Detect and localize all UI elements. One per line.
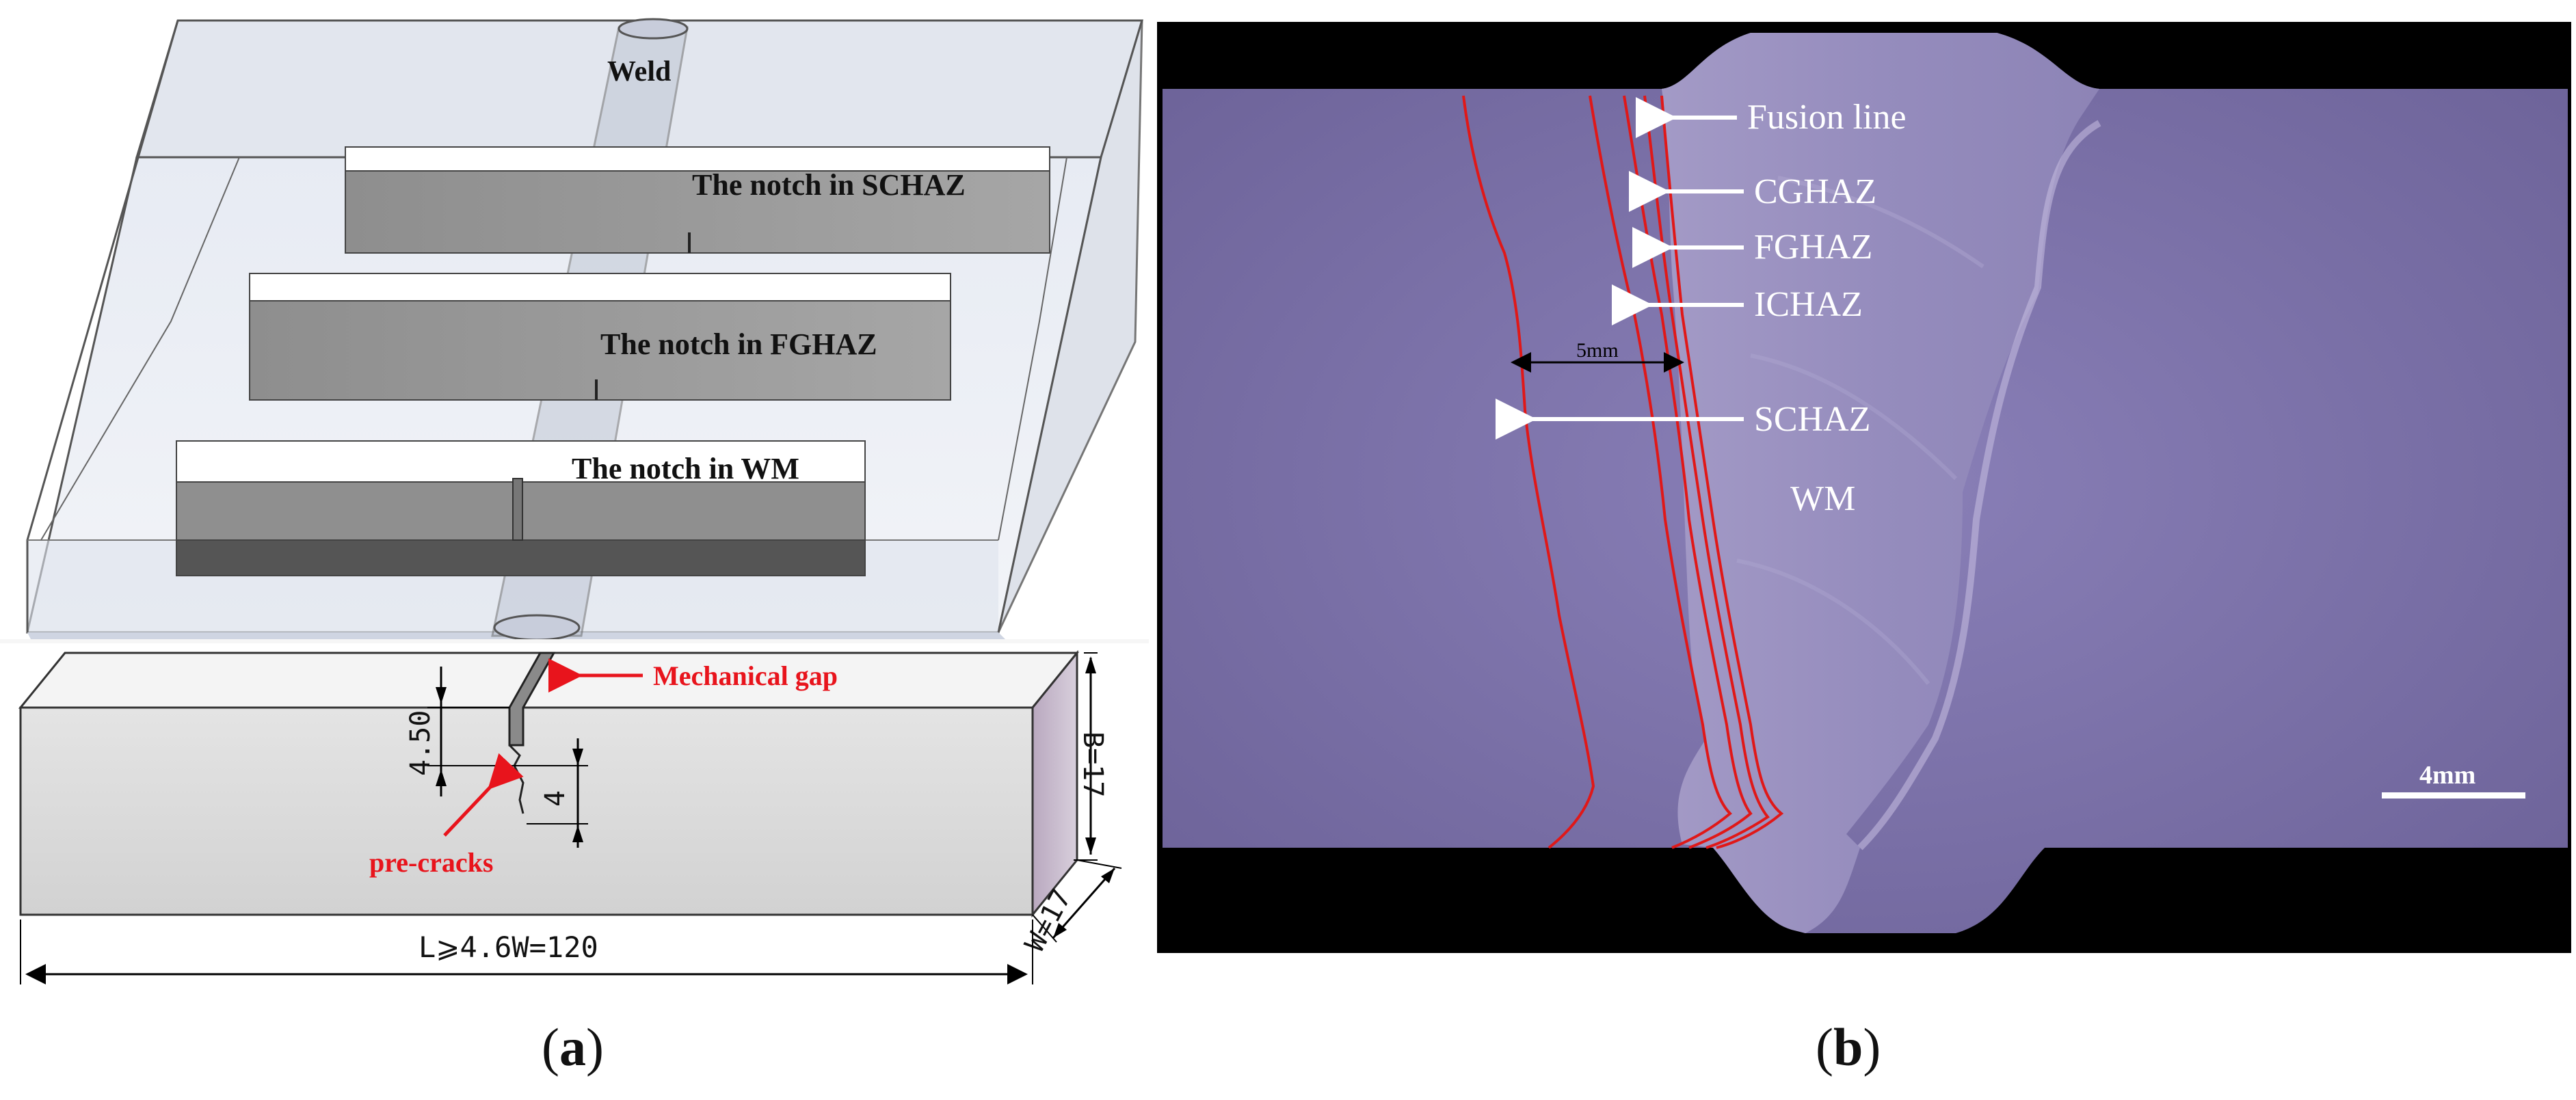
dim-b-label: B=17: [1077, 732, 1108, 797]
panel-a-label: (a): [542, 1017, 604, 1077]
cghaz-label: CGHAZ: [1754, 172, 1876, 211]
bar-schaz: [345, 146, 1050, 254]
scale-5mm-label: 5mm: [1576, 339, 1619, 362]
notch-wm-label: The notch in WM: [572, 452, 799, 485]
zone-annotations: Fusion line CGHAZ FGHAZ ICHAZ SCHAZ WM: [1496, 97, 1907, 518]
ichaz-label: ICHAZ: [1754, 285, 1863, 324]
weld-metal: [1662, 33, 2099, 933]
panel-b: 5mm Fusion line CGHAZ FGHAZ ICHAZ SCHAZ …: [1157, 22, 2571, 1077]
scale-bar-4mm: 4mm: [2382, 761, 2525, 799]
specimen-drawing: 4.50 4 B=17 W=17 L⩾4.6W=1: [18, 649, 1122, 984]
weld-label: Weld: [607, 56, 671, 88]
mechanical-gap-label: Mechanical gap: [653, 660, 838, 691]
dim-gap-label: 4.50: [405, 710, 436, 776]
notch-fghaz-label: The notch in FGHAZ: [600, 327, 877, 361]
wm-label: WM: [1790, 479, 1855, 518]
bar-fghaz: [249, 273, 951, 401]
dim-l-label: L⩾4.6W=120: [419, 930, 598, 964]
panel-b-label: (b): [1816, 1017, 1881, 1077]
scale-bar-5mm: 5mm: [1511, 339, 1684, 373]
schaz-label: SCHAZ: [1754, 400, 1870, 439]
schaz-boundary: [1462, 95, 1595, 849]
fghaz-label: FGHAZ: [1754, 228, 1872, 267]
scale-4mm-label: 4mm: [2419, 761, 2475, 790]
fusion-line: [1660, 95, 1784, 849]
weld-pass-boundary: [1857, 120, 2101, 850]
bar-wm: [176, 440, 866, 576]
pre-cracks-label: pre-cracks: [369, 847, 493, 878]
panel-a: Weld The notch in SCHAZ The notch in FGH…: [0, 18, 1149, 1077]
ichaz-boundary: [1589, 95, 1732, 849]
fusion-line-label: Fusion line: [1747, 98, 1907, 137]
notch-schaz-label: The notch in SCHAZ: [692, 168, 966, 202]
dim-crack-label: 4: [540, 790, 571, 807]
